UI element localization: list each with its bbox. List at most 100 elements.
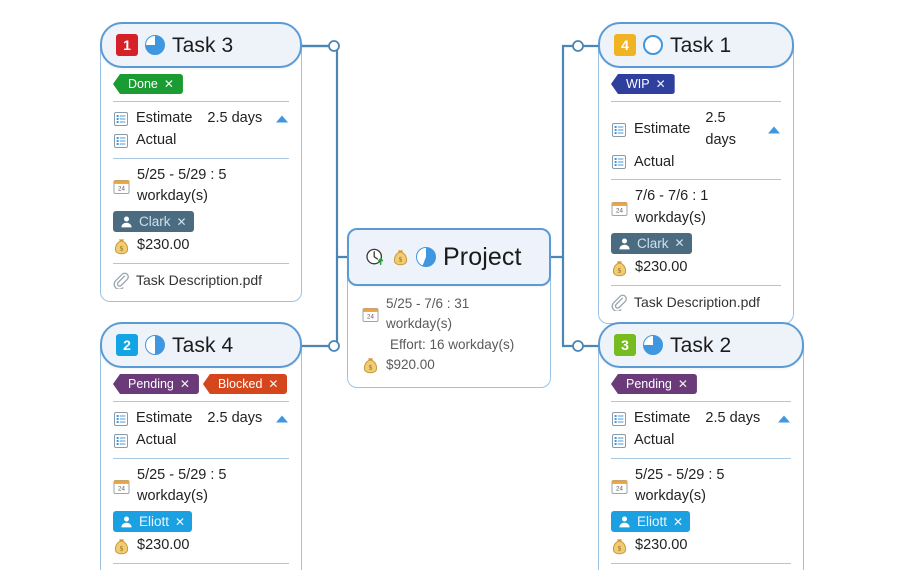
cost-row[interactable]: $ $230.00 [113,535,289,557]
status-tag[interactable]: Blocked ✕ [202,374,288,394]
status-tag-label: Blocked [217,376,263,391]
divider [113,562,289,564]
svg-text:24: 24 [118,485,125,492]
task-title: Task 2 [670,333,732,357]
remove-assignee-icon[interactable]: ✕ [673,514,684,529]
remove-assignee-icon[interactable]: ✕ [674,236,685,251]
status-tag-label: WIP [626,76,650,91]
remove-tag-icon[interactable]: ✕ [677,377,688,391]
priority-badge[interactable]: 4 [614,34,636,56]
attachment-name[interactable]: Task Description.pdf [634,293,761,310]
divider [611,179,781,181]
estimate-row[interactable]: Estimate 2.5 days [113,408,289,430]
estimate-label: Estimate [136,410,193,426]
status-tag[interactable]: WIP ✕ [611,74,675,94]
cost-row[interactable]: $ $230.00 [611,257,781,279]
status-tag-label: Pending [128,376,174,391]
progress-pie-icon [643,335,663,355]
assignee-chip[interactable]: Eliott ✕ [113,511,193,532]
project-body: 24 5/25 - 7/6 : 31 workday(s) Effort: 16… [347,274,551,388]
calendar-icon: 24 [113,178,130,195]
clock-icon [365,247,385,267]
collapse-triangle-icon[interactable] [777,413,791,425]
date-row[interactable]: 24 5/25 - 5/29 : 5 workday(s) [113,165,289,209]
estimate-row[interactable]: Estimate 2.5 days [611,408,791,430]
remove-tag-icon[interactable]: ✕ [268,377,279,391]
cost-value: $230.00 [137,537,190,553]
list-icon [113,133,129,149]
estimate-value: 2.5 days [705,110,737,148]
attachment-row[interactable]: Task Description.pdf [113,270,289,291]
remove-tag-icon[interactable]: ✕ [655,77,666,91]
list-icon [113,411,129,427]
project-date-row[interactable]: 24 5/25 - 7/6 : 31 workday(s) [362,294,536,335]
priority-badge[interactable]: 1 [116,34,138,56]
assignee-chip[interactable]: Clark ✕ [113,211,194,232]
attachment-name[interactable]: Task Description.pdf [136,271,263,288]
money-bag-icon: $ [362,356,379,374]
collapse-triangle-icon[interactable] [275,413,289,425]
remove-assignee-icon[interactable]: ✕ [175,514,186,529]
svg-text:24: 24 [616,207,623,214]
progress-pie-icon [145,35,165,55]
node-project[interactable]: $ Project 24 5/25 - 7/6 : 31 workday(s) … [347,228,551,388]
project-cost-row[interactable]: $ $920.00 [362,355,536,375]
remove-tag-icon[interactable]: ✕ [163,77,174,91]
date-row[interactable]: 24 5/25 - 5/29 : 5 workday(s) [611,465,791,509]
person-icon [618,515,631,528]
estimate-row[interactable]: Estimate 2.5 days [611,108,781,152]
task-4-header[interactable]: 2 Task 4 [100,322,302,368]
divider [611,101,781,102]
assignee-chip[interactable]: Eliott ✕ [611,511,691,532]
task-2-header[interactable]: 3 Task 2 [598,322,804,368]
cost-row[interactable]: $ $230.00 [113,235,289,257]
attachment-row[interactable]: Task Description.pdf [611,292,781,313]
remove-tag-icon[interactable]: ✕ [179,377,190,391]
task-3-header[interactable]: 1 Task 3 [100,22,302,68]
svg-text:$: $ [120,544,124,553]
project-header[interactable]: $ Project [347,228,551,286]
date-range: 5/25 - 5/29 : 5 workday(s) [635,466,725,505]
money-bag-icon: $ [392,248,409,266]
date-row[interactable]: 24 7/6 - 7/6 : 1 workday(s) [611,186,781,230]
person-icon [618,237,631,250]
node-task-1[interactable]: 4 Task 1 WIP ✕ Estimate 2.5 days Actual [598,22,794,324]
progress-pie-icon [145,335,165,355]
status-tag[interactable]: Pending ✕ [113,374,199,394]
task-1-header[interactable]: 4 Task 1 [598,22,794,68]
assignee-name: Clark [139,213,171,229]
date-range: 5/25 - 5/29 : 5 workday(s) [137,166,227,205]
date-range: 5/25 - 5/29 : 5 workday(s) [137,466,227,505]
estimate-row[interactable]: Estimate 2.5 days [113,108,289,130]
cost-value: $230.00 [137,237,190,253]
connector-handle [572,340,584,352]
remove-assignee-icon[interactable]: ✕ [176,214,187,229]
cost-row[interactable]: $ $230.00 [611,535,791,557]
status-tag[interactable]: Pending ✕ [611,374,697,394]
actual-row[interactable]: Actual [113,130,289,152]
priority-badge[interactable]: 2 [116,334,138,356]
node-task-4[interactable]: 2 Task 4 Pending ✕ Blocked ✕ Estimate 2.… [100,322,302,570]
divider [113,401,289,402]
estimate-value: 2.5 days [705,410,761,426]
calendar-icon: 24 [611,478,628,495]
collapse-triangle-icon[interactable] [275,113,289,125]
assignee-chip[interactable]: Clark ✕ [611,232,692,254]
actual-label: Actual [136,431,177,448]
node-task-2[interactable]: 3 Task 2 Pending ✕ Estimate 2.5 days Act… [598,322,804,570]
estimate-label: Estimate [634,120,691,137]
calendar-icon: 24 [362,306,379,323]
person-icon [120,515,133,528]
collapse-triangle-icon[interactable] [767,124,781,136]
status-tag[interactable]: Done ✕ [113,74,183,94]
tag-row: Pending ✕ [611,374,791,394]
actual-row[interactable]: Actual [113,430,289,452]
connector-handle [328,340,340,352]
divider [113,157,289,159]
priority-badge[interactable]: 3 [614,334,636,356]
actual-row[interactable]: Actual [611,152,781,174]
date-row[interactable]: 24 5/25 - 5/29 : 5 workday(s) [113,465,289,509]
actual-row[interactable]: Actual [611,430,791,452]
node-task-3[interactable]: 1 Task 3 Done ✕ Estimate 2.5 days Actual [100,22,302,302]
